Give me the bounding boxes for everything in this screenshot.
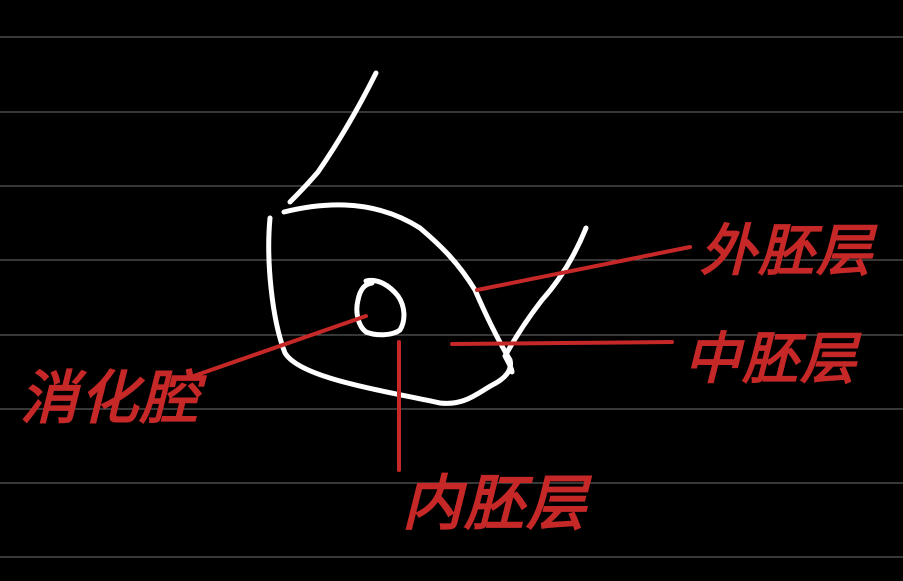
annotation-labels: 外胚层 中胚层 内胚层 消化腔 — [20, 219, 878, 539]
mesoderm-label: 中胚层 — [684, 327, 862, 392]
embryo-sketch — [266, 70, 589, 406]
upper-left-stroke — [287, 70, 379, 205]
ectoderm-leader-line — [475, 245, 692, 292]
mesoderm-leader-line — [450, 340, 674, 346]
inner-layer-ring — [354, 277, 407, 338]
digestive-cavity-label: 消化腔 — [20, 364, 208, 432]
blastopore-flap-stroke — [502, 225, 589, 375]
digestive-cavity-leader-line — [186, 314, 368, 380]
endoderm-label: 内胚层 — [402, 469, 593, 539]
ruled-lines — [0, 36, 903, 558]
ectoderm-label: 外胚层 — [700, 219, 878, 284]
annotation-leaders — [186, 245, 692, 472]
